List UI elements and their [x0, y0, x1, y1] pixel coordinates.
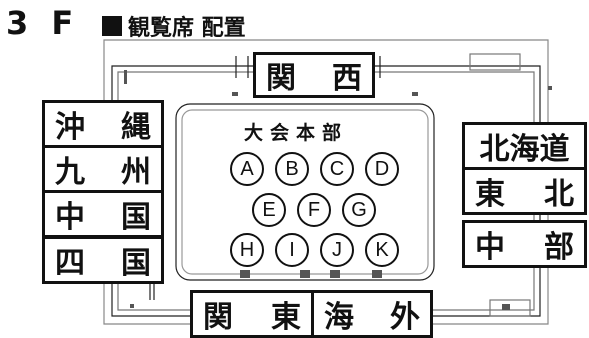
region-char: 部	[544, 230, 574, 265]
seat-area-kanto[interactable]: 関 東	[190, 290, 314, 338]
seat-letter: D	[374, 157, 390, 180]
seat-letter: E	[262, 198, 276, 221]
seat-letter: I	[289, 238, 295, 261]
seat-letter: H	[239, 238, 255, 261]
seat-e[interactable]: E	[252, 193, 286, 227]
region-label: 北海道	[479, 132, 570, 167]
floor-label: 3 F	[6, 4, 80, 42]
region-char: 東	[475, 177, 505, 212]
seat-b[interactable]: B	[275, 152, 309, 186]
region-char: 北	[544, 177, 574, 212]
seat-area-chubu[interactable]: 中 部	[462, 220, 587, 268]
region-char: 国	[121, 200, 151, 235]
seat-h[interactable]: H	[230, 233, 264, 267]
seat-area-kaigai[interactable]: 海 外	[311, 290, 433, 338]
seat-letter: B	[285, 157, 299, 180]
seat-area-shikoku[interactable]: 四 国	[42, 236, 164, 284]
region-char: 中	[475, 230, 505, 265]
square-bullet-icon	[102, 16, 122, 36]
region-char: 中	[55, 200, 85, 235]
headquarters-label: 大会本部	[244, 122, 349, 144]
seat-letter: G	[351, 198, 367, 221]
seat-letter: J	[332, 238, 342, 261]
region-char: 東	[271, 300, 301, 335]
page-title: 観覧席 配置	[102, 10, 246, 42]
region-char: 縄	[121, 110, 151, 145]
seat-area-hokkaido[interactable]: 北海道	[462, 122, 587, 170]
seat-i[interactable]: I	[275, 233, 309, 267]
seat-j[interactable]: J	[320, 233, 354, 267]
region-char: 関	[266, 61, 296, 96]
seat-area-kansai[interactable]: 関 西	[253, 52, 375, 98]
region-char: 四	[55, 246, 85, 281]
region-char: 沖	[55, 110, 85, 145]
seat-d[interactable]: D	[365, 152, 399, 186]
region-char: 九	[55, 155, 85, 190]
seat-area-okinawa[interactable]: 沖 縄	[42, 100, 164, 148]
seat-area-tohoku[interactable]: 東 北	[462, 167, 587, 215]
seat-f[interactable]: F	[297, 193, 331, 227]
seat-letter: K	[375, 238, 389, 261]
region-char: 国	[121, 246, 151, 281]
seat-c[interactable]: C	[320, 152, 354, 186]
seat-letter: A	[240, 157, 254, 180]
seat-area-kyushu[interactable]: 九 州	[42, 145, 164, 193]
seat-k[interactable]: K	[365, 233, 399, 267]
region-char: 外	[390, 300, 420, 335]
region-char: 州	[121, 155, 151, 190]
page-title-text: 観覧席 配置	[128, 16, 246, 41]
seat-letter: F	[307, 198, 321, 221]
seat-g[interactable]: G	[342, 193, 376, 227]
seat-area-chugoku[interactable]: 中 国	[42, 190, 164, 238]
seat-a[interactable]: A	[230, 152, 264, 186]
region-char: 西	[332, 61, 362, 96]
region-char: 海	[324, 300, 354, 335]
seat-letter: C	[329, 157, 345, 180]
region-char: 関	[203, 300, 233, 335]
